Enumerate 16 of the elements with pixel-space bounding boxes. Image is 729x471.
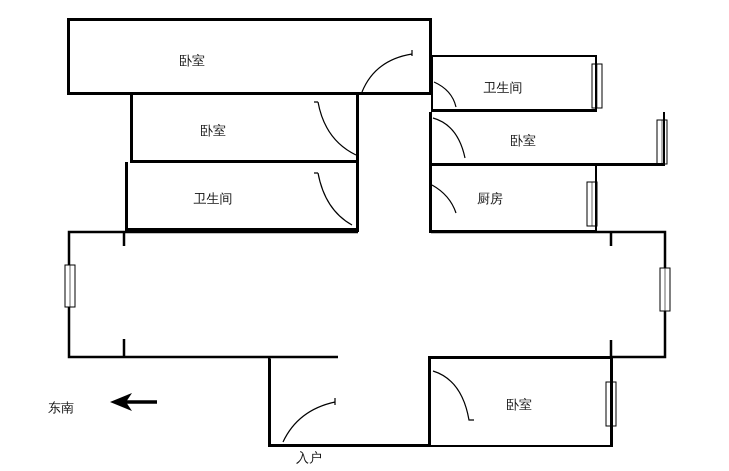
- room-box: [428, 356, 613, 447]
- room-label: 卫生间: [194, 191, 232, 208]
- room-label: 卫生间: [484, 80, 522, 97]
- room-label: 卧室: [506, 397, 532, 414]
- room-box: [130, 94, 359, 163]
- entrance-label: 入户: [296, 450, 322, 467]
- room-box: [429, 165, 597, 233]
- direction-label: 东南: [48, 400, 74, 417]
- room-box: [67, 18, 432, 95]
- room-box: [125, 162, 359, 232]
- room-label: 卧室: [179, 53, 205, 70]
- room-label: 卧室: [200, 123, 226, 140]
- room-box: [429, 112, 665, 166]
- room-box: [431, 55, 597, 112]
- room-label: 厨房: [477, 191, 503, 208]
- room-label: 卧室: [510, 133, 536, 150]
